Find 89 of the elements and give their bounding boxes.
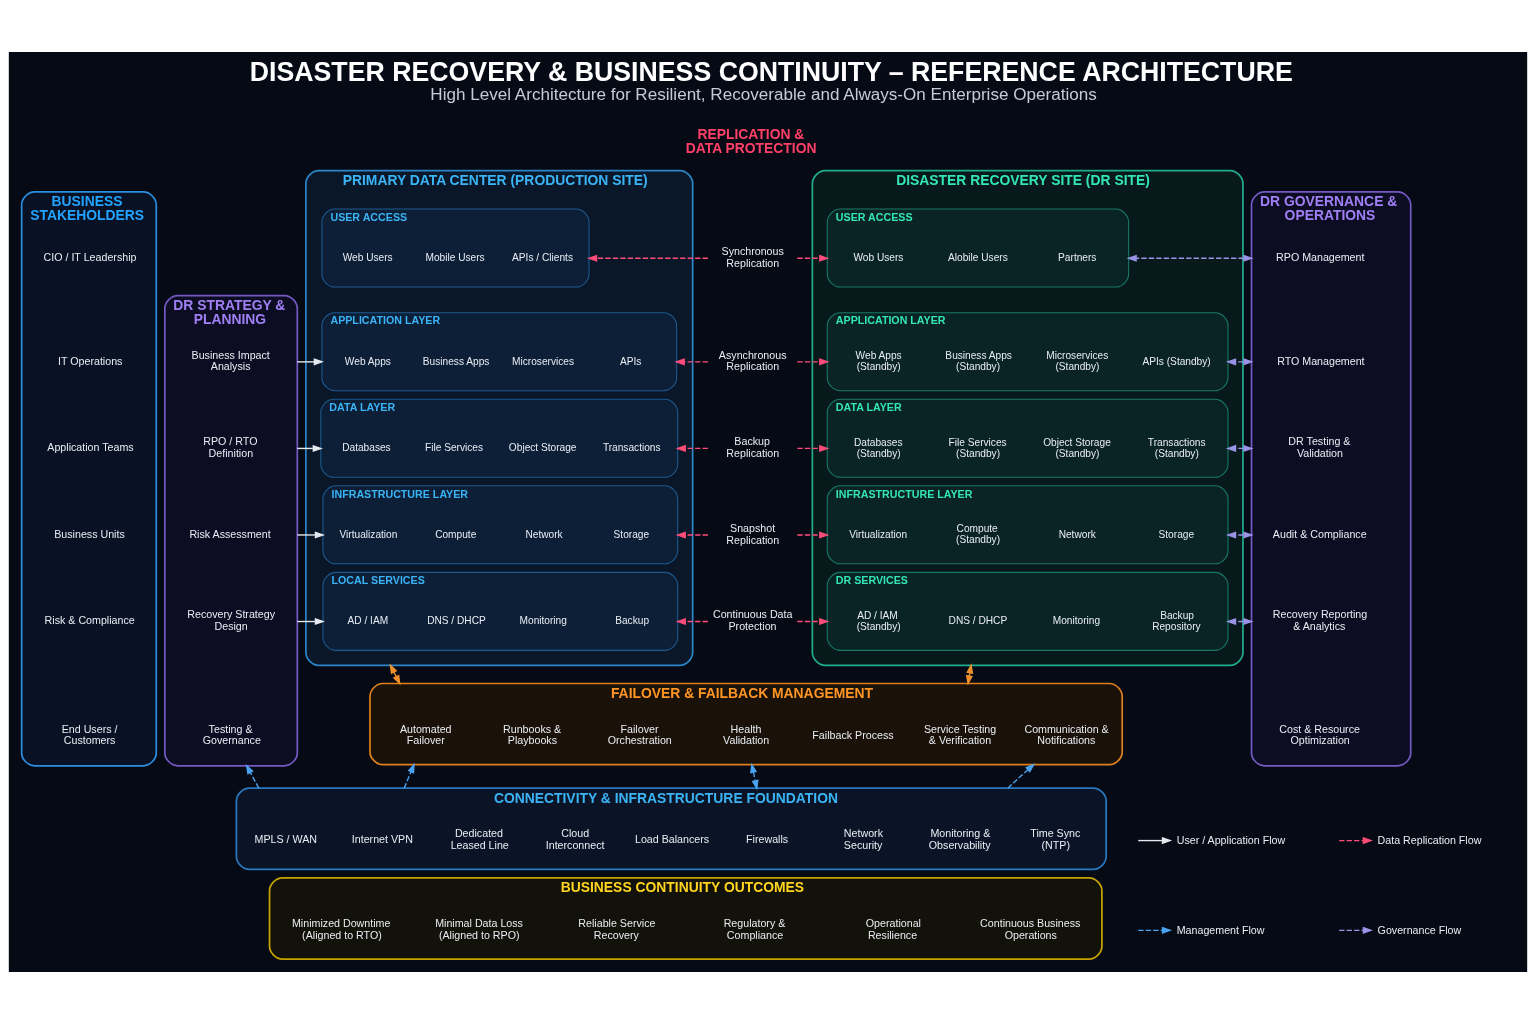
node-text: Time Sync (NTP): [1030, 827, 1081, 852]
node-text: Minimized Downtime (Aligned to RTO): [291, 917, 391, 941]
node-text: APIs: [620, 355, 642, 367]
node-text: Web Apps: [344, 355, 391, 367]
node-text: Recovery Strategy Design: [187, 608, 276, 633]
node-text: Application Teams: [47, 441, 134, 454]
node-text: Testing & Governance: [202, 722, 261, 747]
node-text: Databases: [342, 442, 391, 454]
legend-label: Management Flow: [1176, 923, 1265, 936]
node-text: Minimal Data Loss (Aligned to RPO): [435, 917, 523, 941]
node-text: Wob Users: [853, 252, 904, 263]
node-text: Microservices (Standby): [1046, 350, 1109, 372]
label: REPLICATION & DATA PROTECTION: [685, 125, 817, 156]
node-text: Web Users: [342, 252, 393, 263]
node-text: Backup Replication: [726, 435, 780, 459]
node-text: Audit & Compliance: [1272, 527, 1367, 540]
node-text: Snapshot Replication: [726, 521, 780, 546]
node-text: Continuous Data Protection: [712, 608, 793, 633]
node-text: Network: [525, 528, 563, 540]
node-text: Monitoring: [519, 615, 567, 627]
node-text: Failover Orchestration: [607, 722, 672, 747]
node-text: Automated Failover: [399, 722, 452, 747]
node-text: Network Security: [843, 827, 884, 852]
node-text: Compute (Standby): [956, 523, 1001, 546]
node-text: Health Validation: [723, 722, 770, 747]
node-text: Virtualization: [339, 528, 398, 540]
node-text: Compute: [435, 528, 477, 540]
node-text: Synchronous Replication: [721, 245, 784, 269]
diagram-title: DISASTER RECOVERY & BUSINESS CONTINUITY – REFERENCE ARCHITECTURE: [249, 56, 1293, 87]
node-text: IT Operations: [57, 354, 123, 367]
node-text: Transactions: [602, 442, 661, 454]
node-text: Risk & Compliance: [44, 614, 135, 627]
node-text: Internet VPN: [351, 833, 413, 846]
node-text: Risk Assessment: [189, 527, 271, 540]
node-text: Service Testing & Verification: [924, 722, 997, 747]
node-text: Cost & Resource Optimization: [1279, 722, 1360, 747]
node-text: DNS / DHCP: [427, 615, 486, 627]
legend-label: Governance Flow: [1377, 923, 1462, 936]
node-text: Asynchronous Replication: [718, 348, 787, 373]
node-text: Failback Process: [812, 728, 894, 741]
node-text: File Services (Standby): [948, 436, 1007, 459]
node-text: Storage: [1158, 528, 1195, 540]
node-text: Object Storage: [508, 442, 577, 454]
node-text: Regulatory & Compliance: [723, 917, 786, 941]
caption: High Level Architecture for Resilient, Recoverable and Always-On Enterprise Operations: [430, 84, 1097, 104]
node-text: Partners: [1058, 252, 1097, 263]
node-text: Storage: [613, 528, 650, 540]
node-text: Virtualization: [849, 528, 908, 540]
node-text: Business Impact Analysis: [191, 348, 270, 373]
node-text: Business Apps (Standby): [945, 350, 1012, 372]
node-text: Operational Resilience: [865, 917, 921, 941]
node-text: Communication & Notifications: [1024, 722, 1109, 747]
node-text: DR Testing & Validation: [1288, 435, 1351, 459]
node-text: Runbooks & Playbooks: [503, 722, 562, 747]
node-text: Databases (Standby): [854, 436, 903, 459]
node-text: Dedicated Leased Line: [450, 827, 509, 852]
node-text: DNS / DHCP: [948, 615, 1008, 627]
node-text: Microservices: [512, 355, 575, 367]
legend-label: User / Application Flow: [1176, 833, 1286, 846]
node-text: Recovery Reporting & Analytics: [1272, 608, 1368, 633]
node-text: Backup: [615, 615, 650, 627]
node-text: RPO / RTO Definition: [203, 435, 258, 459]
node-text: Business Apps: [422, 355, 490, 367]
node-text: Monitoring: [1052, 615, 1101, 627]
node-text: Cloud Interconnect: [545, 827, 605, 852]
node-text: APIs / Clients: [512, 252, 573, 263]
node-text: Network: [1058, 528, 1096, 540]
node-text: Transactions (Standby): [1147, 436, 1206, 459]
node-text: End Users / Customers: [61, 722, 118, 747]
node-text: APIs (Standby): [1142, 355, 1211, 367]
node-text: Monitoring & Observability: [928, 827, 991, 852]
node-text: MPLS / WAN: [254, 833, 318, 846]
node-text: RPO Management: [1276, 250, 1365, 263]
node-text: Web Apps (Standby): [855, 350, 902, 372]
node-text: Firewalls: [746, 833, 789, 846]
node-text: Continuous Business Operations: [980, 917, 1081, 941]
node-text: Backup Repository: [1152, 609, 1201, 632]
node-text: Alobile Users: [948, 252, 1008, 263]
node-text: AD / IAM (Standby): [856, 609, 901, 632]
node-text: Business Units: [54, 527, 125, 540]
node-text: CIO / IT Leadership: [43, 250, 137, 263]
legend-label: Data Replication Flow: [1377, 833, 1482, 846]
node-text: Reliable Service Recovery: [578, 917, 656, 941]
node-text: RTO Management: [1277, 354, 1365, 367]
node-text: Object Storage (Standby): [1043, 436, 1111, 459]
node-text: File Services: [425, 442, 484, 454]
node-text: Load Balancers: [634, 833, 710, 846]
node-text: AD / IAM: [347, 615, 389, 627]
node-text: Mobile Users: [425, 252, 485, 263]
